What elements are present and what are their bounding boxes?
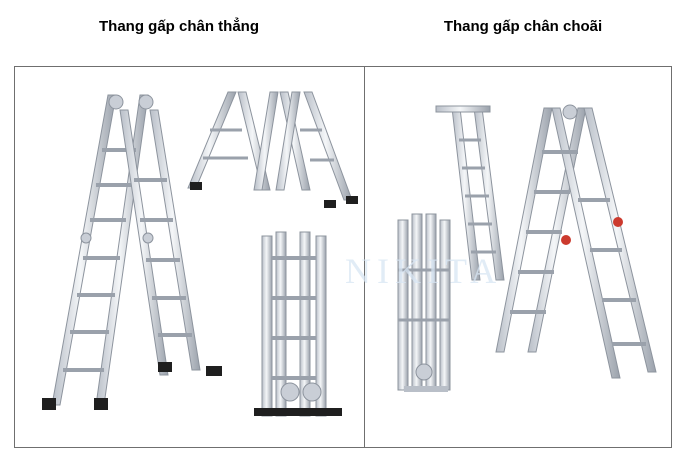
folded-splayed-ladder-image (397, 213, 451, 392)
folded-compact-ladder-image (254, 231, 342, 417)
a-frame-ladder-image (42, 94, 222, 410)
zigzag-ladder-image (187, 91, 358, 208)
extended-ladder-image (435, 105, 505, 281)
caption-splayed-leg-ladder: Thang gấp chân choãi (443, 18, 603, 35)
caption-straight-leg-ladder: Thang gấp chân thẳng (99, 18, 259, 35)
watermark: NIKITA (345, 251, 503, 291)
splayed-a-frame-ladder-image (495, 104, 657, 379)
